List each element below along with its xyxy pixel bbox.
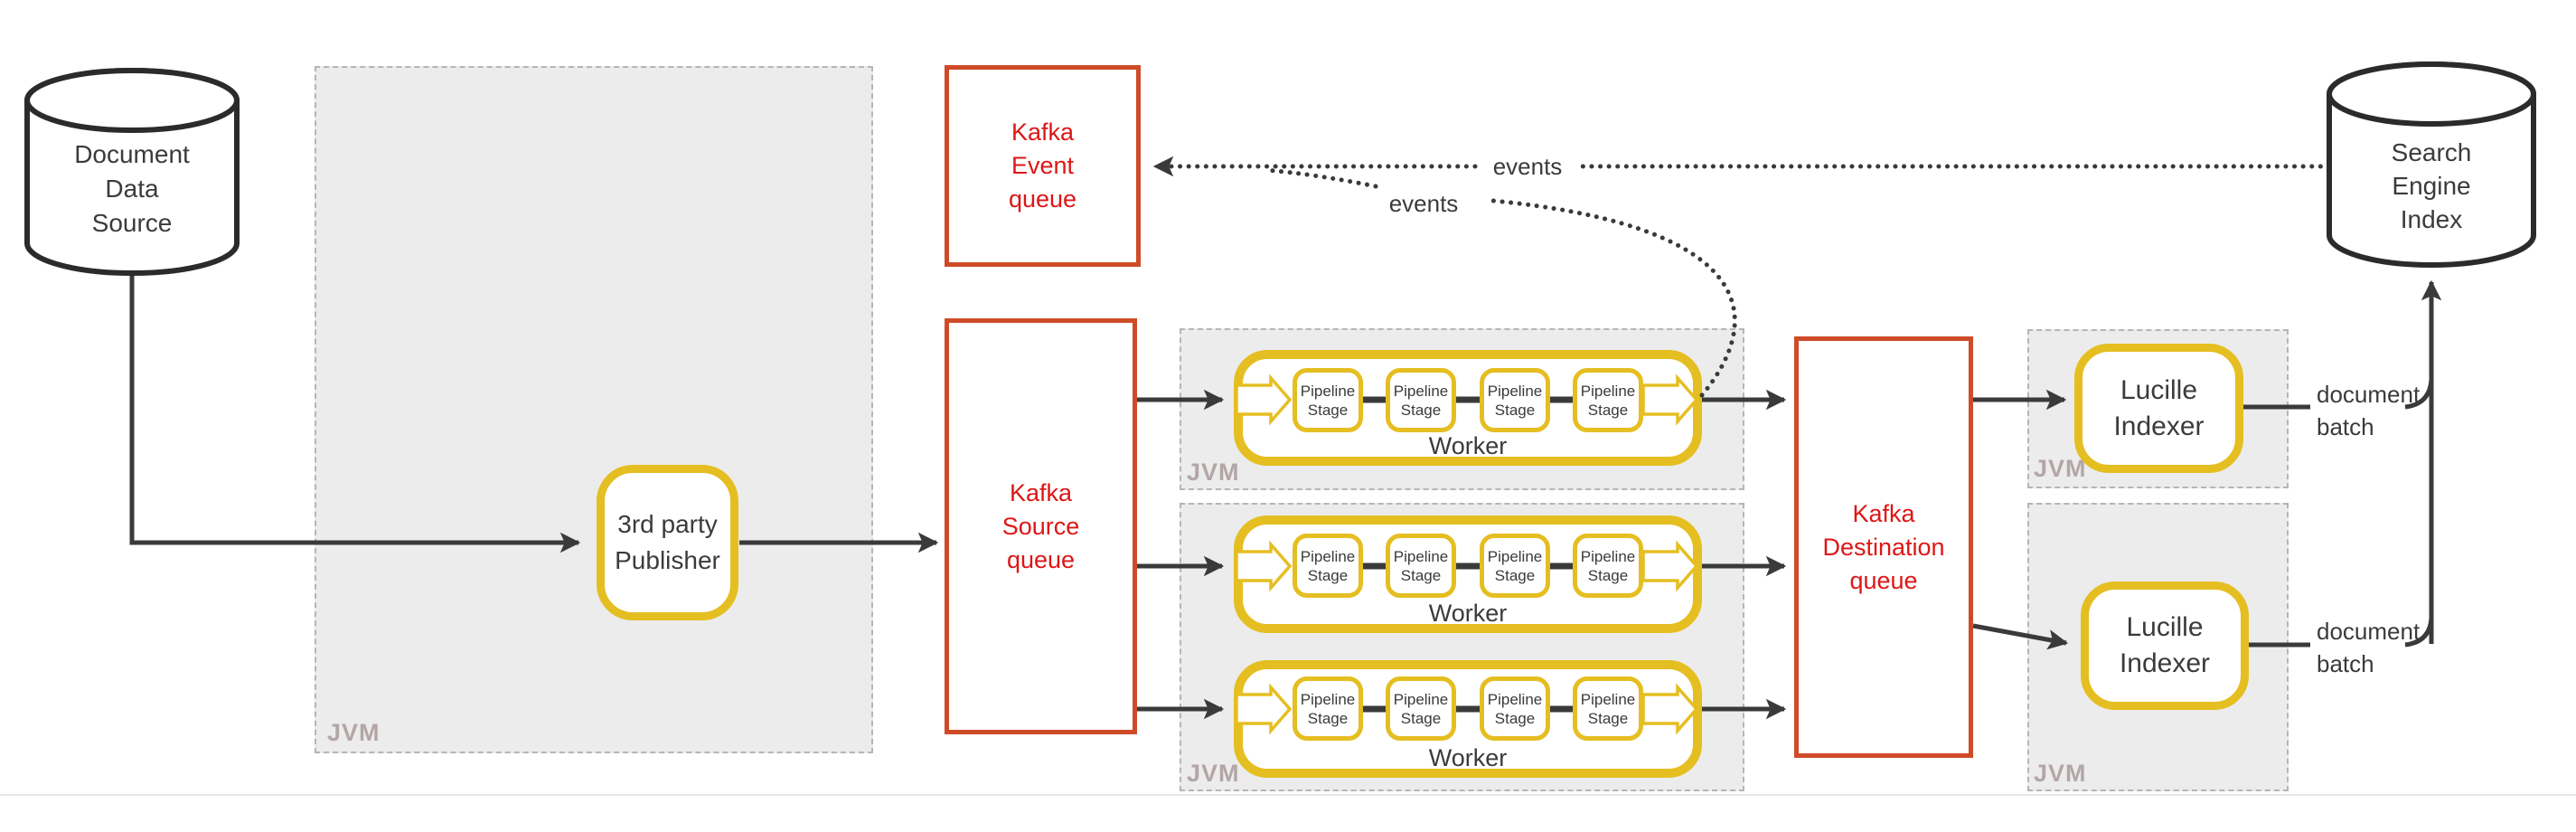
label-line: Stage xyxy=(1307,401,1349,419)
stage-connectors xyxy=(1363,396,1575,713)
label-line: Source xyxy=(1001,512,1080,540)
label-line: Stage xyxy=(1494,401,1536,419)
dotted-event-edges xyxy=(1152,156,2332,398)
label-line: Engine xyxy=(2392,172,2471,200)
label-line: queue xyxy=(1849,566,1918,594)
pipeline-stage: Pipeline Stage xyxy=(1573,676,1643,741)
label-line: Event xyxy=(1011,152,1075,179)
label-line: Pipeline xyxy=(1580,547,1636,565)
label-line: Stage xyxy=(1494,566,1536,584)
pipeline-stage: Pipeline Stage xyxy=(1386,368,1456,432)
jvm-container-publisher xyxy=(315,66,873,753)
label-line: Pipeline xyxy=(1580,690,1636,708)
label-line: Pipeline xyxy=(1580,382,1636,400)
label-line: queue xyxy=(1006,545,1076,573)
pipeline-stage: Pipeline Stage xyxy=(1293,676,1363,741)
label-line: Lucille xyxy=(2120,374,2198,405)
pipeline-flow-arrows xyxy=(1235,373,1699,735)
label-line: Pipeline xyxy=(1487,547,1543,565)
label-line: Stage xyxy=(1494,709,1536,727)
label-line: Pipeline xyxy=(1393,382,1449,400)
pipeline-stage: Pipeline Stage xyxy=(1573,368,1643,432)
label-line: Stage xyxy=(1307,566,1349,584)
search-engine-index-cylinder-top xyxy=(2327,61,2536,127)
edge-dest-to-indexer-2 xyxy=(1972,623,2069,650)
pipeline-stage: Pipeline Stage xyxy=(1480,676,1550,741)
label-line: Kafka xyxy=(1011,118,1075,146)
label-line: Stage xyxy=(1587,401,1629,419)
label-line: Search xyxy=(2391,138,2472,166)
edge-indexer-2-elbow xyxy=(2404,618,2434,648)
label-line: Kafka xyxy=(1852,499,1915,527)
document-data-source-cylinder-top xyxy=(24,68,240,133)
events-edge-label-1: events xyxy=(1492,153,1563,180)
pipeline-stage: Pipeline Stage xyxy=(1293,368,1363,432)
jvm-label: JVM xyxy=(327,719,381,746)
label-line: Stage xyxy=(1400,709,1442,727)
cylinders xyxy=(24,61,2536,276)
edge-indexer-1-elbow xyxy=(2404,379,2434,410)
pipeline-stage: Pipeline Stage xyxy=(1480,368,1550,432)
label-line: Pipeline xyxy=(1487,690,1543,708)
third-party-publisher-node: 3rd party Publisher xyxy=(597,465,738,620)
label-line: Pipeline xyxy=(1487,382,1543,400)
pipeline-stage: Pipeline Stage xyxy=(1480,534,1550,598)
jvm-label: JVM xyxy=(2034,455,2087,482)
worker-3-label: Worker xyxy=(1428,744,1508,771)
label-line: Pipeline xyxy=(1300,382,1356,400)
pipeline-stage: Pipeline Stage xyxy=(1573,534,1643,598)
label-line: Stage xyxy=(1400,401,1442,419)
pipeline-stage: Pipeline Stage xyxy=(1386,534,1456,598)
kafka-destination-queue-node: Kafka Destination queue xyxy=(1794,336,1973,758)
jvm-label: JVM xyxy=(2034,760,2087,787)
edge-source-to-publisher xyxy=(129,263,581,553)
edge-worker-events-curve-tail xyxy=(1263,167,1378,189)
label-line: Indexer xyxy=(2113,411,2205,441)
label-line: Pipeline xyxy=(1393,690,1449,708)
label-line: Index xyxy=(2400,205,2463,233)
label-line: Pipeline xyxy=(1300,690,1356,708)
label-line: Stage xyxy=(1587,709,1629,727)
kafka-event-queue-node: Kafka Event queue xyxy=(945,65,1141,267)
worker-1-label: Worker xyxy=(1428,432,1508,459)
document-batch-label-1: document batch xyxy=(2317,378,2434,443)
pipeline-stage: Pipeline Stage xyxy=(1386,676,1456,741)
label-line: 3rd party xyxy=(617,510,718,538)
label-line: Stage xyxy=(1587,566,1629,584)
jvm-label: JVM xyxy=(1187,459,1240,486)
edge-worker-events-curve xyxy=(1490,198,1737,398)
solid-edges xyxy=(129,263,2442,720)
jvm-label: JVM xyxy=(1187,760,1240,787)
label-line: Pipeline xyxy=(1300,547,1356,565)
label-line: document xyxy=(2317,381,2421,408)
lucille-indexer-1-node: Lucille Indexer xyxy=(2074,344,2243,473)
label-line: Indexer xyxy=(2119,648,2211,678)
worker-2-label: Worker xyxy=(1428,600,1508,627)
label-line: Publisher xyxy=(615,546,720,574)
label-line: Document xyxy=(74,140,190,168)
label-line: batch xyxy=(2317,650,2374,677)
label-line: Kafka xyxy=(1009,478,1073,506)
lucille-indexer-2-node: Lucille Indexer xyxy=(2081,581,2249,710)
label-line: document xyxy=(2317,618,2421,645)
label-line: Destination xyxy=(1822,533,1945,561)
label-line: Stage xyxy=(1400,566,1442,584)
label-line: batch xyxy=(2317,413,2374,440)
pipeline-stage: Pipeline Stage xyxy=(1293,534,1363,598)
label-line: Source xyxy=(91,209,173,237)
label-line: Pipeline xyxy=(1393,547,1449,565)
search-engine-index-label: Search Engine Index xyxy=(2330,136,2533,236)
document-batch-label-2: document batch xyxy=(2317,615,2434,680)
label-line: queue xyxy=(1008,185,1077,213)
kafka-source-queue-node: Kafka Source queue xyxy=(945,318,1137,734)
events-edge-label-2: events xyxy=(1388,190,1459,217)
label-line: Lucille xyxy=(2126,612,2204,642)
label-line: Data xyxy=(105,175,159,203)
document-data-source-label: Document Data Source xyxy=(28,137,236,241)
label-line: Stage xyxy=(1307,709,1349,727)
